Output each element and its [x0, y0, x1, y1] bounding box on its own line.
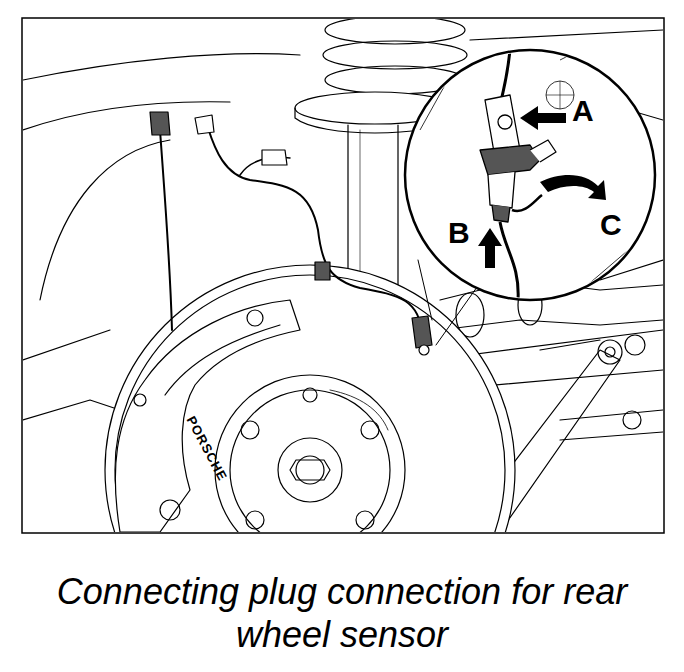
figure-caption: Connecting plug connection for rear whee… [32, 570, 652, 656]
detail-inset [405, 40, 655, 300]
brake-caliper [115, 300, 300, 532]
callout-letter: C [600, 210, 622, 240]
sensor-cable [150, 112, 432, 355]
callout-letter: B [448, 218, 470, 248]
callout-letter: A [572, 96, 594, 126]
brake-disc [105, 265, 515, 532]
